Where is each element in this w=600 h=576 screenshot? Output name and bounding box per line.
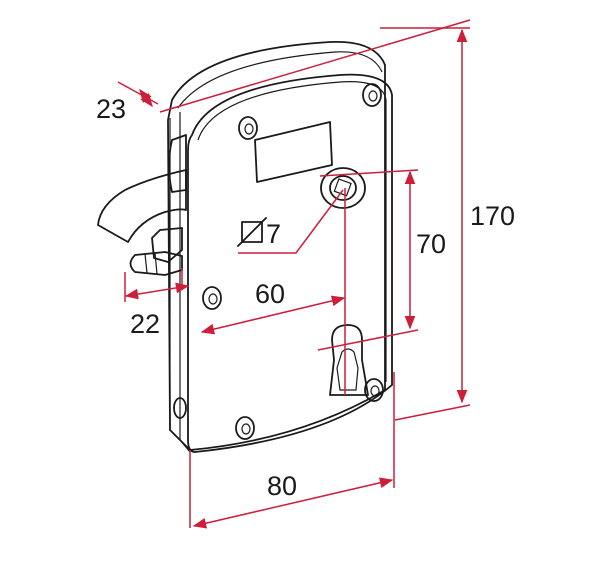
lock-face-bevel xyxy=(197,81,387,382)
square-symbol-icon xyxy=(237,217,267,247)
latch-bolt xyxy=(97,134,187,276)
dim-depth-ext-2 xyxy=(159,19,471,113)
dim-height-ext-bottom xyxy=(394,404,471,421)
dim-70-label: 70 xyxy=(416,229,446,259)
lock-side-plate xyxy=(167,40,386,451)
screw-hole-bottom-left xyxy=(235,416,255,440)
dim-22-line xyxy=(124,282,190,300)
dim-70-ext-bottom xyxy=(317,329,419,351)
screw-hole-side xyxy=(173,397,187,419)
dim-22-label: 22 xyxy=(130,309,160,339)
lock-side-edge xyxy=(179,112,191,453)
dim-70-ext-top xyxy=(319,169,419,177)
screw-hole-mid-left xyxy=(202,286,222,310)
lock-body xyxy=(97,40,393,453)
lock-front-face xyxy=(187,73,393,453)
dim-depth-label: 23 xyxy=(96,94,126,124)
screw-hole-top-left xyxy=(238,116,258,140)
dim-60-line xyxy=(200,295,346,335)
dim-60-label: 60 xyxy=(255,279,285,309)
dimension-lines xyxy=(117,19,471,529)
lock-top-rim xyxy=(177,51,383,109)
dim-7-label: 7 xyxy=(266,219,281,249)
dim-80-line xyxy=(192,477,394,529)
dim-80-label: 80 xyxy=(267,471,297,501)
screw-hole-bottom-right xyxy=(364,378,384,402)
label-plate xyxy=(254,121,333,183)
dim-7-leader xyxy=(238,189,344,254)
dim-depth-line xyxy=(139,88,153,108)
screw-hole-top-right xyxy=(362,83,382,107)
dim-height-label: 170 xyxy=(470,201,515,231)
cylinder-cutout xyxy=(329,324,369,396)
